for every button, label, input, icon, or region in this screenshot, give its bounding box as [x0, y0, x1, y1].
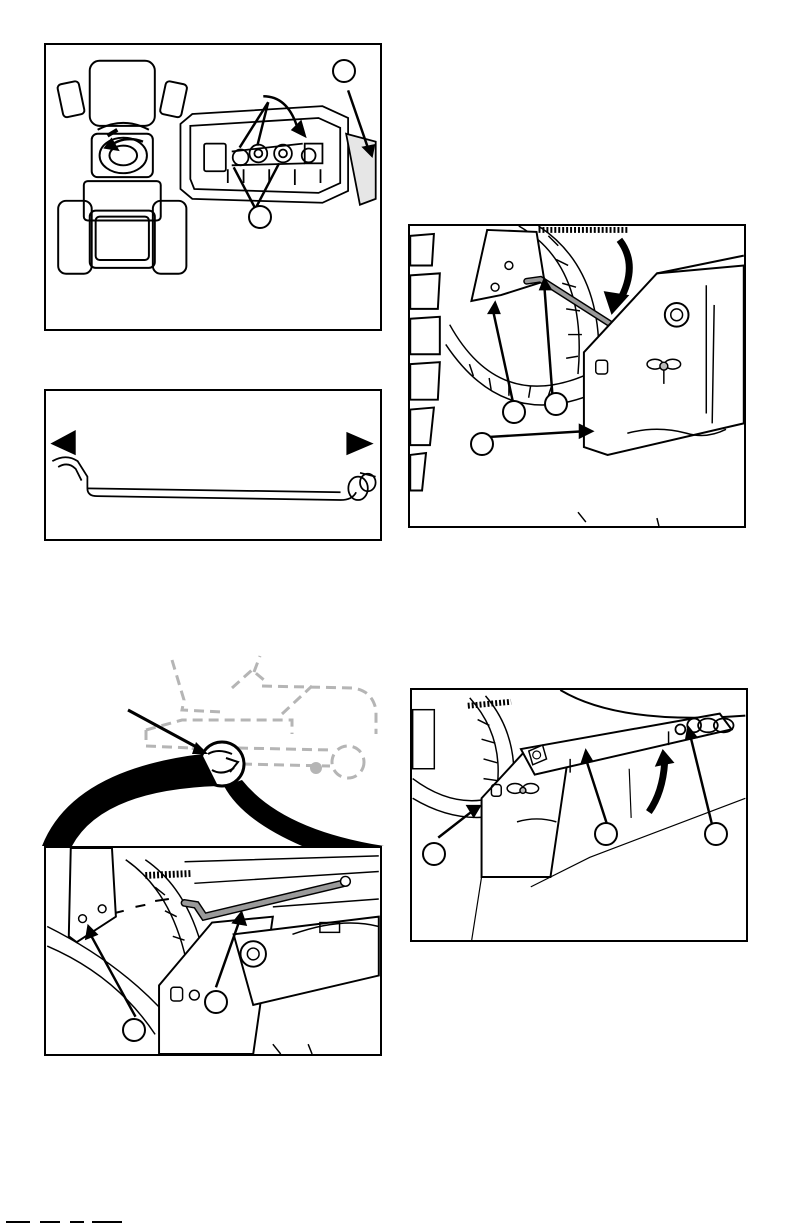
- callout-1: [332, 59, 356, 83]
- deck-belt-illustration: [46, 45, 380, 329]
- callout-3: [470, 432, 494, 456]
- callout-2: [544, 392, 568, 416]
- arrow-left-icon: [50, 430, 75, 455]
- callout-1: [122, 1018, 146, 1042]
- figure-drawbar-installed: [44, 846, 382, 1056]
- figure-lift-link-bracket: [408, 224, 746, 528]
- callout-1: [422, 842, 446, 866]
- figure-lift-arm-clevis: [410, 688, 748, 942]
- lift-arm-illustration: [412, 690, 746, 940]
- drawbar-illustration: [46, 391, 380, 539]
- callout-2: [594, 822, 618, 846]
- figure-deck-belt-overview: [44, 43, 382, 331]
- footer-mark: [0, 1219, 130, 1225]
- figure-tractor-locator: [42, 650, 384, 850]
- drawbar-installed-illustration: [46, 848, 380, 1054]
- callout-2: [204, 990, 228, 1014]
- figure-drawbar-part: [44, 389, 382, 541]
- lift-link-illustration: [410, 226, 744, 526]
- arrow-right-icon: [346, 432, 373, 455]
- callout-1: [502, 400, 526, 424]
- callout-3: [704, 822, 728, 846]
- callout-2: [248, 205, 272, 229]
